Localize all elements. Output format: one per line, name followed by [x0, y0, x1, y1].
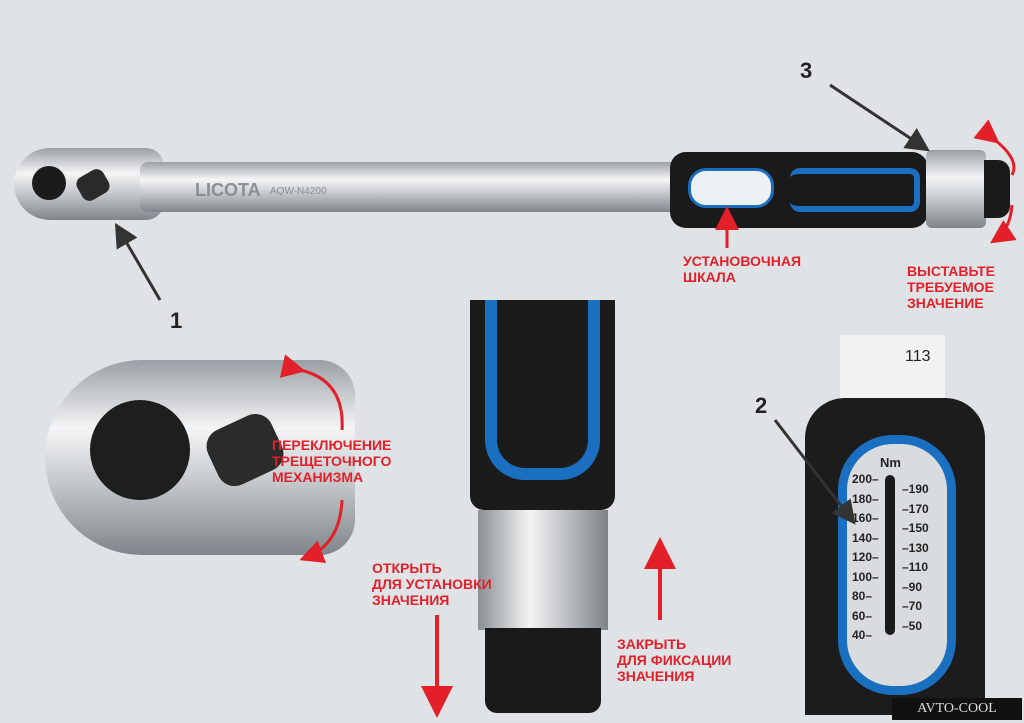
scale-window — [838, 435, 956, 695]
label-setting-scale: УСТАНОВОЧНАЯ ШКАЛА — [683, 253, 802, 285]
callout-1: 1 — [170, 308, 183, 333]
scale-tick-label: –170 — [902, 501, 929, 516]
callout-3: 3 — [800, 58, 813, 83]
scale-tick-label: 140– — [852, 530, 879, 545]
callout-2: 2 — [755, 393, 768, 418]
scale-tick-label: 120– — [852, 550, 879, 564]
dial-ring — [840, 335, 945, 400]
watermark: AVTO-COOL — [892, 698, 1022, 720]
label-set-value: ВЫСТАВЬТЕ ТРЕБУЕМОЕ ЗНАЧЕНИЕ — [907, 263, 996, 311]
scale-slot — [885, 475, 895, 635]
scale-tick-label: –110 — [902, 560, 929, 574]
callout-3-arrow — [829, 83, 931, 152]
callout-2-arrow — [773, 419, 856, 525]
scale-unit: Nm — [880, 455, 901, 470]
collar-closeup — [478, 510, 608, 630]
scale-tick-label: –150 — [902, 521, 929, 535]
scale-tick-label: –90 — [902, 579, 923, 594]
scale-tick-label: 180– — [852, 491, 879, 506]
end-cap — [984, 160, 1010, 218]
grip-closeup-blue — [485, 300, 600, 480]
scale-tick-label: 60– — [852, 608, 873, 623]
scale-left-ticks: 200– 180– 160– 140– 120– 100– 80– 60– 40– — [852, 470, 879, 646]
scale-tick-label: 200– — [852, 472, 879, 486]
scale-tick-label: –70 — [902, 599, 923, 613]
scale-tick-label: 100– — [852, 569, 879, 584]
scale-right-ticks: –190 –170 –150 –130 –110 –90 –70 –50 — [902, 480, 929, 636]
ratchet-arrow-top — [279, 354, 344, 431]
model-number: AQW-N4200 — [270, 186, 327, 197]
brand-logo: LICOTA — [195, 180, 261, 200]
grip-blue-accent — [790, 168, 920, 212]
scale-tick-label: –130 — [902, 540, 929, 555]
rotate-arrow-bottom — [990, 204, 1017, 244]
dial-reading: 113 — [905, 348, 931, 365]
label-ratchet-switch: ПЕРЕКЛЮЧЕНИЕ ТРЕЩЕТОЧНОГО МЕХАНИЗМА — [272, 437, 392, 485]
wrench: LICOTA AQW-N4200 — [0, 0, 1024, 240]
scale-tick-label: 40– — [852, 628, 873, 642]
adjust-collar — [926, 150, 986, 228]
socket-closeup — [90, 400, 190, 500]
wrench-shaft — [140, 162, 680, 212]
label-open-to-set: ОТКРЫТЬ ДЛЯ УСТАНОВКИ ЗНАЧЕНИЯ — [372, 560, 492, 608]
scale-tick-label: 80– — [852, 589, 873, 603]
scale-tick-label: –50 — [902, 618, 923, 633]
scale-tick-label: 160– — [852, 511, 879, 525]
label-close-to-lock: ЗАКРЫТЬ ДЛЯ ФИКСАЦИИ ЗНАЧЕНИЯ — [617, 636, 732, 684]
callout-1-arrow — [114, 222, 162, 301]
ratchet-arrow-bottom — [299, 499, 344, 563]
rotate-arrow-top — [973, 119, 1016, 176]
scale-tick-label: –190 — [902, 482, 929, 496]
socket-hole — [32, 166, 66, 200]
endcap-closeup — [485, 628, 601, 713]
